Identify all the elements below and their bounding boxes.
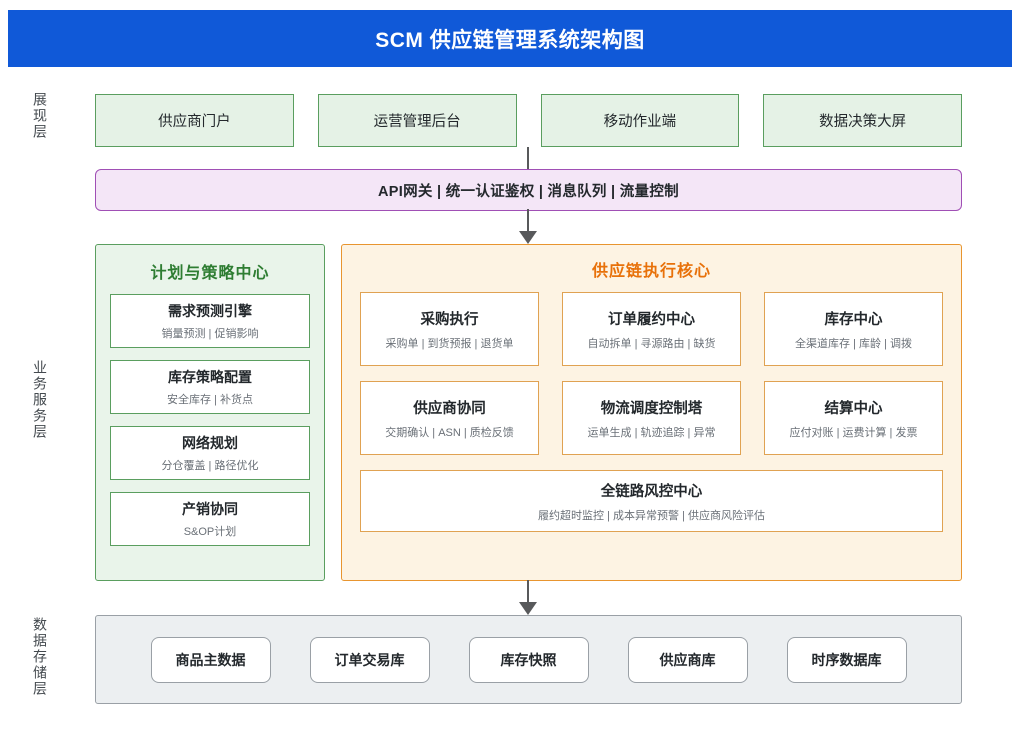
planning-card-inventory-policy[interactable]: 库存策略配置 安全库存 | 补货点 (110, 360, 310, 414)
execution-card-sub: 全渠道库存 | 库龄 | 调拨 (795, 337, 912, 350)
execution-core-row-2: 供应商协同 交期确认 | ASN | 质检反馈 物流调度控制塔 运单生成 | 轨… (360, 381, 943, 455)
execution-card-sub: 采购单 | 到货预报 | 退货单 (385, 337, 514, 350)
planning-card-sub: S&OP计划 (183, 526, 237, 538)
execution-card-sub: 运单生成 | 轨迹追踪 | 异常 (587, 426, 716, 439)
execution-card-inventory-center[interactable]: 库存中心 全渠道库存 | 库龄 | 调拨 (764, 292, 943, 366)
presentation-box-data-dashboard[interactable]: 数据决策大屏 (763, 94, 962, 147)
execution-card-logistics-control-tower[interactable]: 物流调度控制塔 运单生成 | 轨迹追踪 | 异常 (562, 381, 741, 455)
planning-card-sub: 安全库存 | 补货点 (167, 394, 253, 406)
layer-label-presentation: 展现层 (32, 92, 48, 140)
planning-card-heading: 产销协同 (182, 501, 238, 517)
execution-card-sub: 履约超时监控 | 成本异常预警 | 供应商风险评估 (538, 509, 765, 522)
execution-card-settlement-center[interactable]: 结算中心 应付对账 | 运费计算 | 发票 (764, 381, 943, 455)
planning-card-network-planning[interactable]: 网络规划 分仓覆盖 | 路径优化 (110, 426, 310, 480)
data-storage-layer-panel: 商品主数据 订单交易库 库存快照 供应商库 时序数据库 (95, 615, 962, 704)
execution-card-heading: 库存中心 (824, 311, 883, 328)
api-gateway-bar[interactable]: API网关 | 统一认证鉴权 | 消息队列 | 流量控制 (95, 169, 962, 211)
connector-line-business-to-data (527, 580, 529, 604)
presentation-box-supplier-portal[interactable]: 供应商门户 (95, 94, 294, 147)
data-store-inventory-snapshot[interactable]: 库存快照 (468, 636, 589, 683)
execution-card-procurement[interactable]: 采购执行 采购单 | 到货预报 | 退货单 (360, 292, 539, 366)
execution-card-heading: 结算中心 (824, 400, 883, 417)
execution-core-row-1: 采购执行 采购单 | 到货预报 | 退货单 订单履约中心 自动拆单 | 寻源路由… (360, 292, 943, 366)
execution-card-heading: 全链路风控中心 (600, 483, 703, 500)
execution-card-heading: 采购执行 (420, 311, 479, 328)
data-store-supplier-db[interactable]: 供应商库 (627, 636, 748, 683)
planning-card-heading: 需求预测引擎 (168, 303, 252, 319)
planning-card-heading: 网络规划 (182, 435, 238, 451)
execution-card-sub: 应付对账 | 运费计算 | 发票 (789, 426, 918, 439)
diagram-title-bar: SCM 供应链管理系统架构图 (8, 10, 1012, 67)
data-store-timeseries-db[interactable]: 时序数据库 (786, 636, 907, 683)
presentation-box-mobile-client[interactable]: 移动作业端 (540, 94, 740, 147)
page-title: SCM 供应链管理系统架构图 (375, 28, 645, 52)
execution-card-sub: 自动拆单 | 寻源路由 | 缺货 (587, 337, 716, 350)
execution-card-heading: 订单履约中心 (608, 311, 695, 328)
execution-card-risk-control-center[interactable]: 全链路风控中心 履约超时监控 | 成本异常预警 | 供应商风险评估 (360, 470, 943, 532)
planning-center-title: 计划与策略中心 (150, 265, 270, 282)
connector-arrow-business-to-data (519, 602, 537, 615)
execution-core-title: 供应链执行核心 (591, 263, 711, 280)
planning-card-heading: 库存策略配置 (168, 369, 252, 385)
execution-card-heading: 物流调度控制塔 (600, 400, 703, 417)
connector-line-presentation-to-api (527, 147, 529, 169)
planning-card-sub: 分仓覆盖 | 路径优化 (161, 460, 259, 472)
layer-label-data-storage: 数据存储层 (32, 617, 48, 697)
connector-line-api-to-business (527, 209, 529, 235)
planning-card-demand-forecast[interactable]: 需求预测引擎 销量预测 | 促销影响 (110, 294, 310, 348)
data-store-product-master[interactable]: 商品主数据 (150, 636, 271, 683)
presentation-layer-row: 供应商门户 运营管理后台 移动作业端 数据决策大屏 (95, 94, 962, 147)
planning-card-sub: 销量预测 | 促销影响 (161, 328, 259, 340)
execution-core-panel: 供应链执行核心 采购执行 采购单 | 到货预报 | 退货单 订单履约中心 自动拆… (341, 244, 962, 581)
planning-strategy-center-panel: 计划与策略中心 需求预测引擎 销量预测 | 促销影响 库存策略配置 安全库存 |… (95, 244, 325, 581)
data-store-order-transactions[interactable]: 订单交易库 (309, 636, 430, 683)
presentation-box-operations-console[interactable]: 运营管理后台 (317, 94, 517, 147)
execution-card-sub: 交期确认 | ASN | 质检反馈 (385, 426, 514, 439)
execution-card-heading: 供应商协同 (413, 400, 486, 417)
layer-label-business: 业务服务层 (32, 360, 48, 440)
planning-card-sop-collaboration[interactable]: 产销协同 S&OP计划 (110, 492, 310, 546)
connector-arrow-api-to-business (519, 231, 537, 244)
execution-card-order-fulfillment[interactable]: 订单履约中心 自动拆单 | 寻源路由 | 缺货 (562, 292, 741, 366)
execution-card-supplier-collaboration[interactable]: 供应商协同 交期确认 | ASN | 质检反馈 (360, 381, 539, 455)
